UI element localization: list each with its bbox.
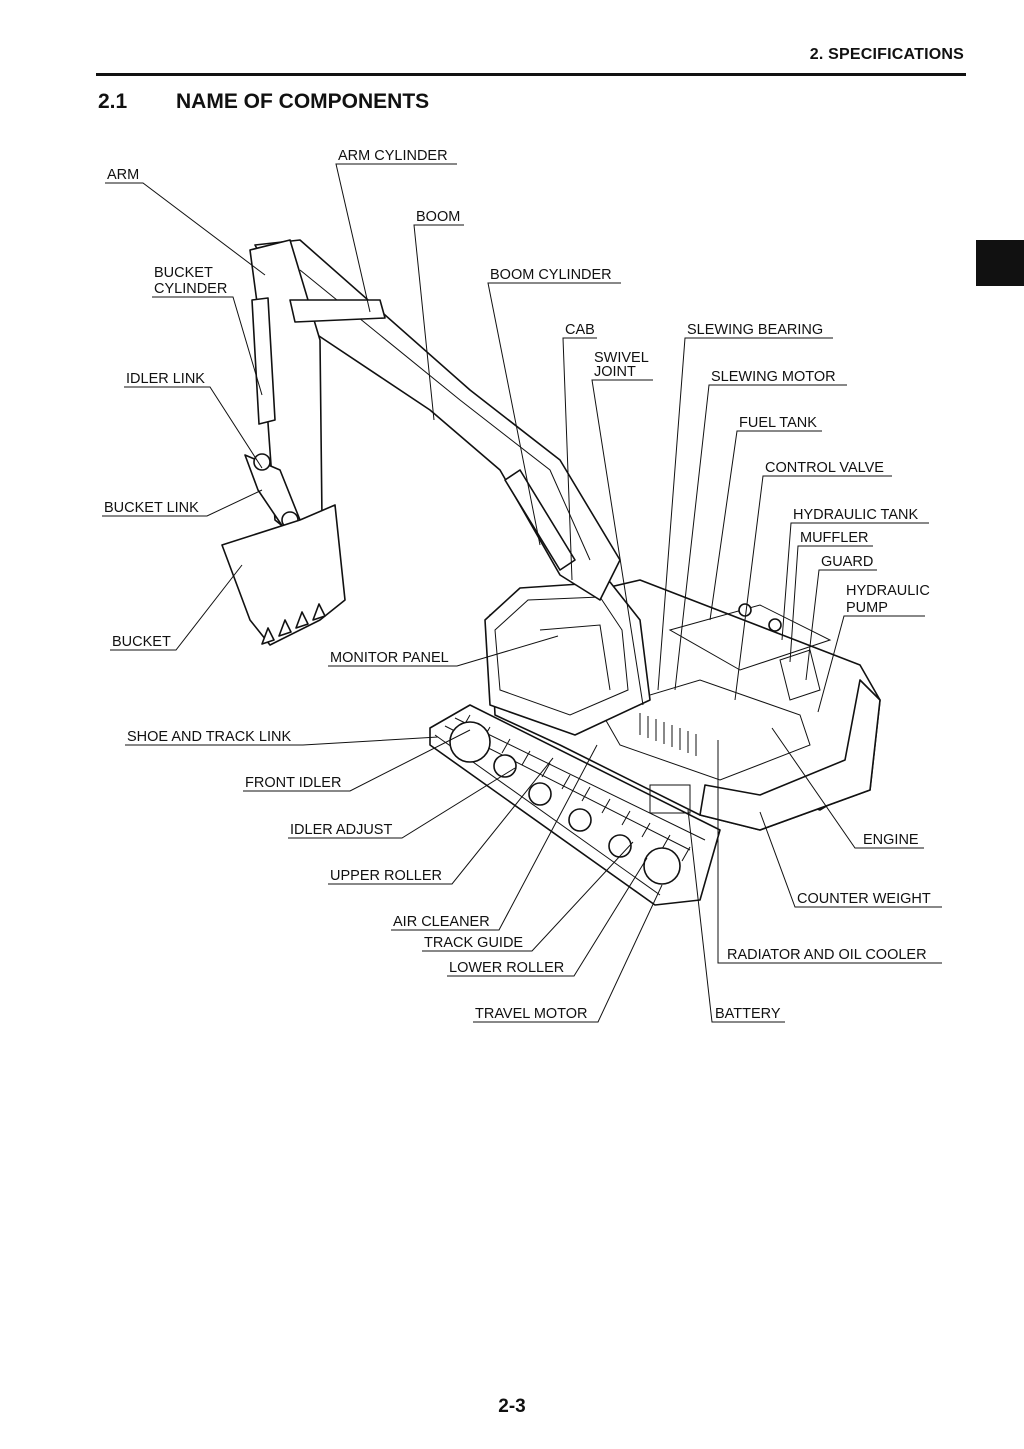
label-arm: ARM (107, 167, 139, 183)
radiator-fins (639, 713, 697, 756)
label-hydraulic-pump-line1: HYDRAULIC (846, 583, 930, 599)
arm-cylinder-shape (289, 299, 386, 323)
label-battery: BATTERY (715, 1006, 781, 1022)
bucket-shape (221, 504, 346, 646)
label-boom: BOOM (416, 209, 460, 225)
section-title: NAME OF COMPONENTS (176, 90, 430, 113)
label-arm-cylinder: ARM CYLINDER (338, 148, 448, 164)
muffler-shape (779, 649, 821, 701)
label-fuel-tank: FUEL TANK (739, 415, 817, 431)
label-slewing-bearing: SLEWING BEARING (687, 322, 823, 338)
label-bucket-link: BUCKET LINK (104, 500, 199, 516)
label-hydraulic-tank: HYDRAULIC TANK (793, 507, 918, 523)
label-swivel-joint-line1: SWIVEL (594, 350, 649, 366)
label-boom-cylinder: BOOM CYLINDER (490, 267, 612, 283)
travel-motor-hub (643, 847, 681, 885)
label-control-valve: CONTROL VALVE (765, 460, 884, 476)
label-bucket: BUCKET (112, 634, 171, 650)
label-lower-roller: LOWER ROLLER (449, 960, 564, 976)
bucket-cylinder-shape (251, 297, 276, 425)
label-upper-roller: UPPER ROLLER (330, 868, 442, 884)
label-guard: GUARD (821, 554, 873, 570)
label-shoe-and-track-link: SHOE AND TRACK LINK (127, 729, 291, 745)
counter-weight-shape (699, 679, 881, 831)
bucket-teeth (261, 603, 326, 645)
label-travel-motor: TRAVEL MOTOR (475, 1006, 588, 1022)
label-bucket-cylinder-line2: CYLINDER (154, 281, 227, 297)
label-swivel-joint-line2: JOINT (594, 364, 636, 380)
label-idler-link: IDLER LINK (126, 371, 205, 387)
callouts: ARM ARM CYLINDER BOOM BUCKET CYLINDER BO… (102, 148, 942, 1023)
label-muffler: MUFFLER (800, 530, 868, 546)
battery-box (649, 784, 691, 814)
cab-shape (484, 581, 651, 736)
label-front-idler: FRONT IDLER (245, 775, 341, 791)
label-cab: CAB (565, 322, 595, 338)
header-rule (96, 73, 966, 76)
label-monitor-panel: MONITOR PANEL (330, 650, 449, 666)
label-engine: ENGINE (863, 832, 919, 848)
running-header: 2. SPECIFICATIONS (809, 46, 964, 63)
front-idler-wheel (449, 721, 491, 763)
label-slewing-motor: SLEWING MOTOR (711, 369, 836, 385)
excavator-illustration (221, 239, 881, 906)
boom-cylinder-shape (504, 469, 576, 571)
chapter-tab-marker (976, 240, 1024, 286)
label-radiator-and-oil-cooler: RADIATOR AND OIL COOLER (727, 947, 927, 963)
label-air-cleaner: AIR CLEANER (393, 914, 490, 930)
label-counter-weight: COUNTER WEIGHT (797, 891, 931, 907)
page-number: 2-3 (498, 1396, 526, 1417)
section-number: 2.1 (98, 90, 128, 113)
label-idler-adjust: IDLER ADJUST (290, 822, 392, 838)
label-track-guide: TRACK GUIDE (424, 935, 523, 951)
label-bucket-cylinder-line1: BUCKET (154, 265, 213, 281)
label-hydraulic-pump-line2: PUMP (846, 600, 888, 616)
